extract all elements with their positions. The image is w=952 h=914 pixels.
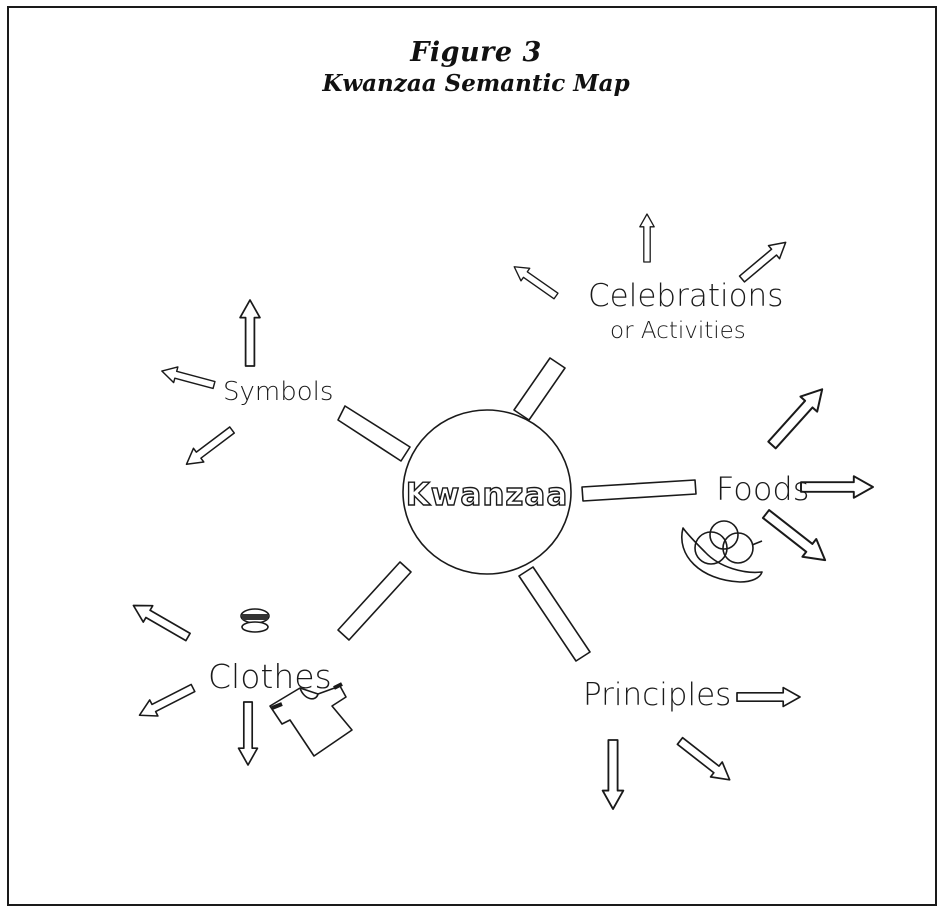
figure-frame	[7, 6, 937, 906]
figure-title: Kwanzaa Semantic Map	[322, 70, 630, 97]
clothes-arrow-upper-left	[127, 596, 194, 647]
symbols-arrow-downleft	[180, 422, 238, 472]
connector-principles	[518, 566, 591, 662]
foods-arrow-upright	[762, 380, 832, 454]
connector-celebrations	[513, 357, 566, 421]
symbols-arrow-up	[239, 299, 261, 367]
branch-symbols: Symbols	[159, 299, 333, 472]
connector-foods	[581, 479, 697, 502]
clothes-label: Clothes	[208, 657, 332, 696]
branch-celebrations: Celebrations or Activities	[509, 213, 792, 344]
foods-arrow-right	[800, 475, 874, 499]
symbols-arrow-left	[159, 362, 217, 394]
foods-arrow-downright	[758, 504, 834, 571]
principles-arrow-downright	[673, 732, 737, 789]
branch-foods: Foods	[681, 380, 874, 583]
foods-label: Foods	[716, 470, 809, 508]
symbols-label: Symbols	[223, 377, 333, 407]
clothes-arrow-left	[134, 679, 198, 725]
kufi-hat-illustration	[240, 608, 270, 633]
connector-symbols	[337, 405, 411, 462]
branch-clothes: Clothes	[127, 596, 353, 766]
branch-principles: Principles	[583, 677, 801, 810]
center-node: Kwanzaa	[402, 409, 572, 575]
principles-arrow-down	[601, 739, 625, 810]
center-circle	[402, 409, 572, 575]
celebrations-arrow-up	[639, 213, 655, 263]
fruit-illustration	[681, 520, 763, 583]
center-label: Kwanzaa	[406, 477, 569, 513]
principles-label: Principles	[583, 677, 731, 713]
figure-number: Figure 3	[410, 37, 542, 68]
celebrations-label-line1: Celebrations	[588, 278, 783, 314]
celebrations-arrow-upleft	[509, 259, 562, 303]
principles-arrow-right	[736, 686, 801, 708]
celebrations-label-line2: or Activities	[610, 318, 746, 344]
figure-heading: Figure 3 Kwanzaa Semantic Map	[0, 36, 952, 98]
dashiki-shirt-illustration	[269, 682, 353, 757]
connector-clothes	[337, 561, 412, 641]
connectors	[337, 357, 697, 662]
clothes-arrow-down	[237, 701, 259, 766]
